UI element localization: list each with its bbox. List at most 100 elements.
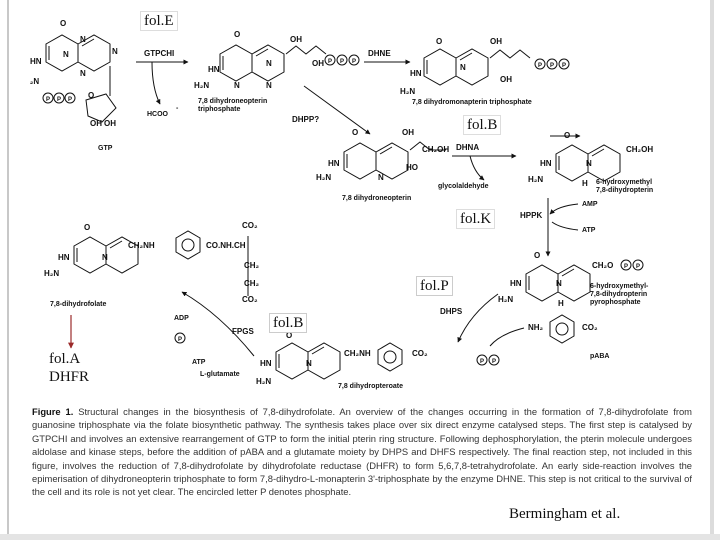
- hydroxymethyl-pyrophosphate-structure: O HN H₂N N H CH₂O 6-hydroxymethyl- 7,8-d…: [498, 251, 649, 308]
- fpgs-step: FPGS ADP ATP L-glutamate: [174, 291, 254, 378]
- svg-text:OH: OH: [104, 119, 116, 128]
- pathway-diagram: P O N N N HN H₂N N O OH OH GTP GTPCHI HC…: [30, 19, 653, 390]
- svg-text:HN: HN: [58, 253, 70, 262]
- compound-label-dh-neopterin: 7,8 dihydroneopterin: [342, 195, 411, 202]
- svg-text:N: N: [112, 47, 118, 56]
- annotation-fol-k: fol.K: [456, 209, 496, 229]
- dhpp-step: DHPP?: [292, 85, 371, 135]
- svg-text:H: H: [582, 179, 588, 188]
- svg-text:HN: HN: [208, 65, 220, 74]
- svg-text:OH: OH: [312, 59, 324, 68]
- compound-label-hm-dihydropterin-2: 7,8-dihydropterin: [596, 187, 653, 194]
- compound-label-hm-pyrophosphate-3: pyrophosphate: [590, 299, 641, 306]
- dhna-step: DHNA glycolaldehyde: [438, 143, 517, 190]
- annotation-fol-a: fol.A: [49, 351, 81, 367]
- svg-text:N: N: [306, 359, 312, 368]
- svg-text:CO₂: CO₂: [412, 349, 428, 358]
- compound-label-hm-dihydropterin: 6-hydroxymethyl: [596, 179, 652, 186]
- dihydrofolate-structure: O HN H₂N N CH₂NH CO.NH.CH CO₂ CH₂ CH₂ CO…: [44, 221, 260, 308]
- cofactor-label-atp-hppk: ATP: [582, 227, 596, 234]
- figure-caption: Figure 1. Structural changes in the bios…: [32, 405, 692, 499]
- svg-text:O: O: [436, 37, 442, 46]
- cofactor-label-glycolaldehyde: glycolaldehyde: [438, 183, 489, 190]
- svg-text:-: -: [176, 105, 179, 112]
- enzyme-label-fpgs: FPGS: [232, 327, 254, 336]
- svg-text:CH₂: CH₂: [244, 279, 260, 288]
- svg-text:CH₂NH: CH₂NH: [128, 241, 155, 250]
- dihydromonapterin-triphosphate-structure: O HN H₂N N OH OH 7,8 dihydromonapterin t…: [400, 37, 570, 106]
- caption-text: Structural changes in the biosynthesis o…: [32, 406, 692, 498]
- svg-text:O: O: [352, 128, 358, 137]
- dihydroneopterin-structure: O HN H₂N N OH CH₂OH HO 7,8 dihydroneopte…: [316, 128, 449, 202]
- svg-text:N: N: [102, 253, 108, 262]
- enzyme-label-dhna: DHNA: [456, 143, 479, 152]
- dihydropteroate-structure: O HN H₂N N CH₂NH CO₂ 7,8 dihydropteroate: [256, 331, 428, 390]
- svg-text:CH₂NH: CH₂NH: [344, 349, 371, 358]
- cofactor-label-hcoo: HCOO: [147, 111, 169, 118]
- svg-text:OH: OH: [500, 75, 512, 84]
- svg-text:CH₂: CH₂: [244, 261, 260, 270]
- svg-text:O: O: [286, 331, 292, 340]
- annotation-fol-p: fol.P: [416, 276, 453, 296]
- svg-text:O: O: [234, 30, 240, 39]
- svg-text:N: N: [556, 279, 562, 288]
- caption-label: Figure 1.: [32, 406, 74, 417]
- svg-text:H₂N: H₂N: [316, 173, 331, 182]
- compound-label-dihydrofolate: 7,8-dihydrofolate: [50, 301, 107, 308]
- enzyme-label-dhne: DHNE: [368, 49, 391, 58]
- svg-text:HN: HN: [328, 159, 340, 168]
- bottom-border: [0, 534, 720, 540]
- svg-text:N: N: [80, 69, 86, 78]
- cofactor-label-amp: AMP: [582, 201, 598, 208]
- svg-text:N: N: [460, 63, 466, 72]
- dhps-step: DHPS NH₂ CO₂ pABA: [440, 293, 609, 366]
- hydroxymethyl-dihydropterin-structure: O HN H₂N N CH₂OH H 6-hydroxymethyl 7,8-d…: [528, 131, 653, 194]
- enzyme-label-dhpp: DHPP?: [292, 115, 319, 124]
- right-border: [710, 0, 714, 540]
- svg-text:H: H: [558, 299, 564, 308]
- svg-text:H₂N: H₂N: [256, 377, 271, 386]
- svg-text:N: N: [80, 35, 86, 44]
- compound-label-dh-neopterin-tp: 7,8 dihydroneopterin: [198, 98, 267, 105]
- annotation-dhfr: DHFR: [49, 369, 90, 385]
- svg-text:NH₂: NH₂: [528, 323, 544, 332]
- gtp-structure: O N N N HN H₂N N O OH OH GTP: [30, 19, 118, 152]
- compound-label-dh-neopterin-tp-2: triphosphate: [198, 106, 240, 113]
- svg-text:H₂N: H₂N: [498, 295, 513, 304]
- svg-text:H₂N: H₂N: [528, 175, 543, 184]
- svg-text:CH₂OH: CH₂OH: [626, 145, 653, 154]
- annotation-fol-a-dhfr: fol.A DHFR: [46, 350, 92, 386]
- svg-text:N: N: [266, 81, 272, 90]
- annotation-fol-e: fol.E: [140, 11, 178, 31]
- compound-label-dh-monapterin-tp: 7,8 dihydromonapterin triphosphate: [412, 99, 532, 106]
- svg-text:H₂N: H₂N: [400, 87, 415, 96]
- dhne-step: DHNE: [364, 49, 411, 65]
- svg-text:N: N: [586, 159, 592, 168]
- hppk-step: HPPK AMP ATP: [520, 198, 598, 257]
- svg-text:CO₂: CO₂: [242, 295, 258, 304]
- annotation-fol-b-2: fol.B: [269, 313, 308, 333]
- cofactor-label-paba: pABA: [590, 353, 609, 360]
- svg-text:N: N: [266, 59, 272, 68]
- cofactor-label-atp-fpgs: ATP: [192, 359, 206, 366]
- dihydroneopterin-triphosphate-structure: O HN H₂N N N N OH OH 7,8 dihydroneopteri…: [194, 30, 360, 113]
- svg-text:CO₂: CO₂: [582, 323, 598, 332]
- svg-text:H₂N: H₂N: [44, 269, 59, 278]
- svg-text:OH: OH: [402, 128, 414, 137]
- compound-label-dihydropteroate: 7,8 dihydropteroate: [338, 383, 403, 390]
- svg-text:O: O: [60, 19, 66, 28]
- compound-label-hm-pyrophosphate: 6-hydroxymethyl-: [590, 283, 649, 290]
- svg-text:HN: HN: [540, 159, 552, 168]
- svg-text:CH₂O: CH₂O: [592, 261, 613, 270]
- enzyme-label-gtpchi: GTPCHI: [144, 49, 174, 58]
- svg-text:H₂N: H₂N: [194, 81, 209, 90]
- svg-text:N: N: [234, 81, 240, 90]
- svg-text:CO.NH.CH: CO.NH.CH: [206, 241, 246, 250]
- svg-text:OH: OH: [290, 35, 302, 44]
- svg-text:HN: HN: [510, 279, 522, 288]
- annotation-fol-b-1: fol.B: [463, 115, 502, 135]
- svg-text:CH₂OH: CH₂OH: [422, 145, 449, 154]
- svg-text:OH: OH: [490, 37, 502, 46]
- svg-text:HN: HN: [30, 57, 42, 66]
